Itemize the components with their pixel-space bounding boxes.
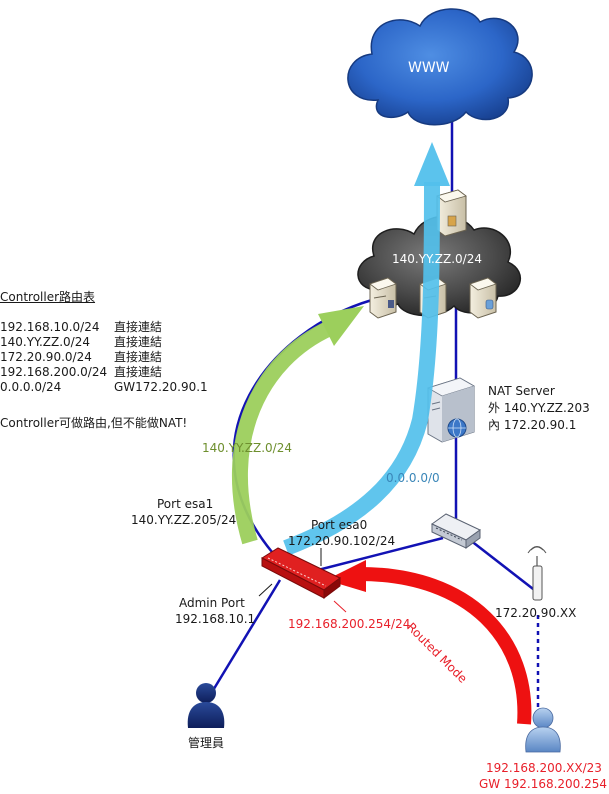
link-controller-admin xyxy=(210,579,282,693)
route-network: 172.20.90.0/24 xyxy=(0,350,92,364)
cloud-server-left xyxy=(369,277,397,319)
admin-port-name: Admin Port xyxy=(179,596,245,610)
network-switch-icon xyxy=(431,513,481,549)
route-network: 0.0.0.0/24 xyxy=(0,380,62,394)
nat-server-outer-ip: 外 140.YY.ZZ.203 xyxy=(488,401,590,415)
controller-routing-table: Controller路由表 192.168.10.0/24 直接連結 140.Y… xyxy=(0,290,240,430)
ap-ip-label: 172.20.90.XX xyxy=(495,606,577,620)
client-gateway-label: GW 192.168.200.254 xyxy=(479,777,608,791)
admin-port-ip: 192.168.10.1 xyxy=(175,612,256,626)
admin-user-icon xyxy=(187,683,225,728)
blue-arrow-label: 0.0.0.0/0 xyxy=(386,471,440,485)
internet-cloud xyxy=(347,8,533,126)
routing-table-row: 0.0.0.0/24 GW172.20.90.1 xyxy=(0,380,208,395)
access-point-icon xyxy=(527,546,547,601)
cyan-default-route-arrow xyxy=(283,142,450,556)
route-network: 192.168.10.0/24 xyxy=(0,320,100,334)
route-network: 192.168.200.0/24 xyxy=(0,365,108,379)
cloud-server-right xyxy=(469,277,497,319)
port-esa0-ip: 172.20.90.102/24 xyxy=(288,534,396,548)
green-arrow-label: 140.YY.ZZ.0/24 xyxy=(202,441,292,455)
nat-server-inner-ip: 內 172.20.90.1 xyxy=(488,418,577,432)
routing-table-row: 140.YY.ZZ.0/24 直接連結 xyxy=(0,335,162,350)
port-esa0-name: Port esa0 xyxy=(311,518,368,532)
route-gateway: GW172.20.90.1 xyxy=(114,380,208,394)
routing-table-row: 172.20.90.0/24 直接連結 xyxy=(0,350,162,365)
client-user-icon xyxy=(525,707,561,753)
www-cloud-label: WWW xyxy=(408,60,450,76)
route-network: 140.YY.ZZ.0/24 xyxy=(0,335,90,349)
routing-table-note: Controller可做路由,但不能做NAT! xyxy=(0,416,188,430)
client-ip-label: 192.168.200.XX/23 xyxy=(486,761,602,775)
isp-cloud-label: 140.YY.ZZ.0/24 xyxy=(392,252,482,266)
route-gateway: 直接連結 xyxy=(114,365,163,379)
route-gateway: 直接連結 xyxy=(114,335,163,349)
callout-lines xyxy=(258,548,347,613)
port-esa1-ip: 140.YY.ZZ.205/24 xyxy=(131,513,237,527)
routing-table-row: 192.168.10.0/24 直接連結 xyxy=(0,320,162,335)
nat-server-name: NAT Server xyxy=(488,384,555,398)
route-gateway: 直接連結 xyxy=(114,320,163,334)
wlan-controller-icon xyxy=(260,547,341,599)
cloud-server-top xyxy=(436,189,467,237)
admin-user-label: 管理員 xyxy=(188,736,225,750)
port-esa1-name: Port esa1 xyxy=(157,497,214,511)
red-routed-mode-arrow xyxy=(326,560,532,725)
routing-table-row: 192.168.200.0/24 直接連結 xyxy=(0,365,162,380)
link-switch-controller xyxy=(317,536,444,572)
green-route-arrow xyxy=(231,306,364,545)
controller-subnet-label: 192.168.200.254/24 xyxy=(288,617,411,631)
nat-server-icon xyxy=(427,377,475,443)
link-switch-ap xyxy=(469,539,538,593)
route-gateway: 直接連結 xyxy=(114,350,163,364)
routing-table-title: Controller路由表 xyxy=(0,290,96,304)
